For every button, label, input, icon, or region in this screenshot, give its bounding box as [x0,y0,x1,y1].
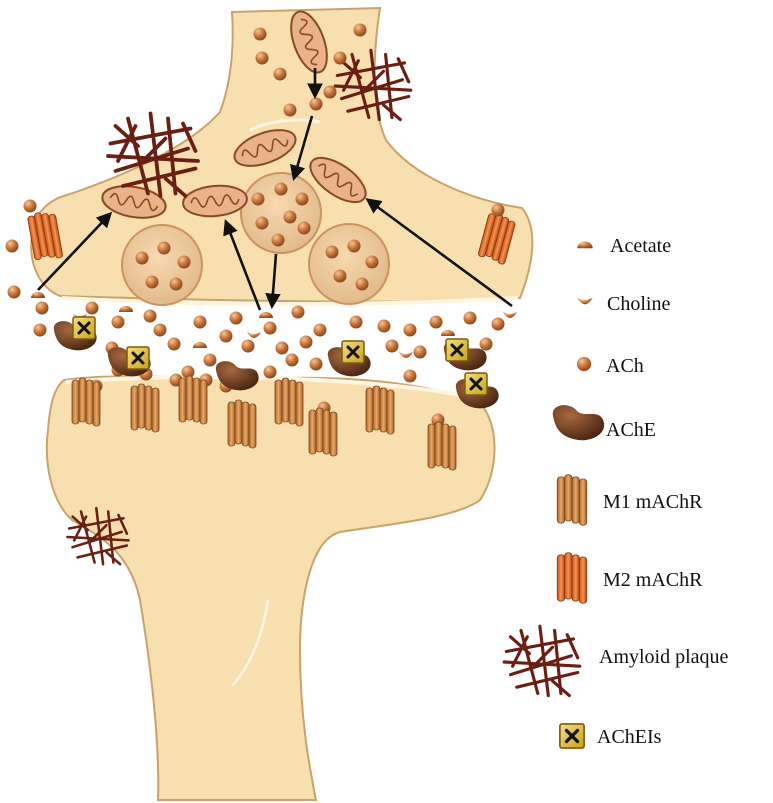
legend-label-m1: M1 mAChR [603,491,703,513]
amyloid-plaque-icon [502,624,582,698]
acheis-inhibitor-icon [558,722,586,750]
legend-label-acetate: Acetate [610,235,671,257]
legend-item-acheis: AChEIs [558,722,662,750]
choline-icon [577,297,593,305]
legend-item-acetate: Acetate [577,235,671,257]
legend-label-ache: AChE [606,419,656,441]
process-arrows [37,68,513,311]
legend-item-m1: M1 mAChR [556,474,703,526]
synaptic-vesicle [308,223,390,305]
legend-label-choline: Choline [607,293,670,315]
legend-item-ach: ACh [576,355,644,377]
legend-label-m2: M2 mAChR [603,569,703,591]
ach-icon [576,356,592,372]
legend-item-m2: M2 mAChR [556,552,703,604]
legend-label-ach: ACh [606,355,644,377]
legend-item-amyloid: Amyloid plaque [502,624,729,698]
synaptic-vesicle [121,224,203,306]
ache-enzyme-icon [552,405,605,441]
legend-item-choline: Choline [577,293,670,315]
legend-label-acheis: AChEIs [597,726,662,748]
acetate-icon [577,241,593,249]
legend: Acetate Choline ACh AChE M1 mAChR M2 mAC… [502,235,729,750]
m2-receptor-icon [556,552,588,604]
m1-receptor-icon [556,474,588,526]
legend-label-amyloid: Amyloid plaque [599,646,729,668]
synaptic-vesicle [240,172,322,254]
postsynaptic-terminal [45,375,496,801]
legend-item-ache: AChE [552,405,656,441]
